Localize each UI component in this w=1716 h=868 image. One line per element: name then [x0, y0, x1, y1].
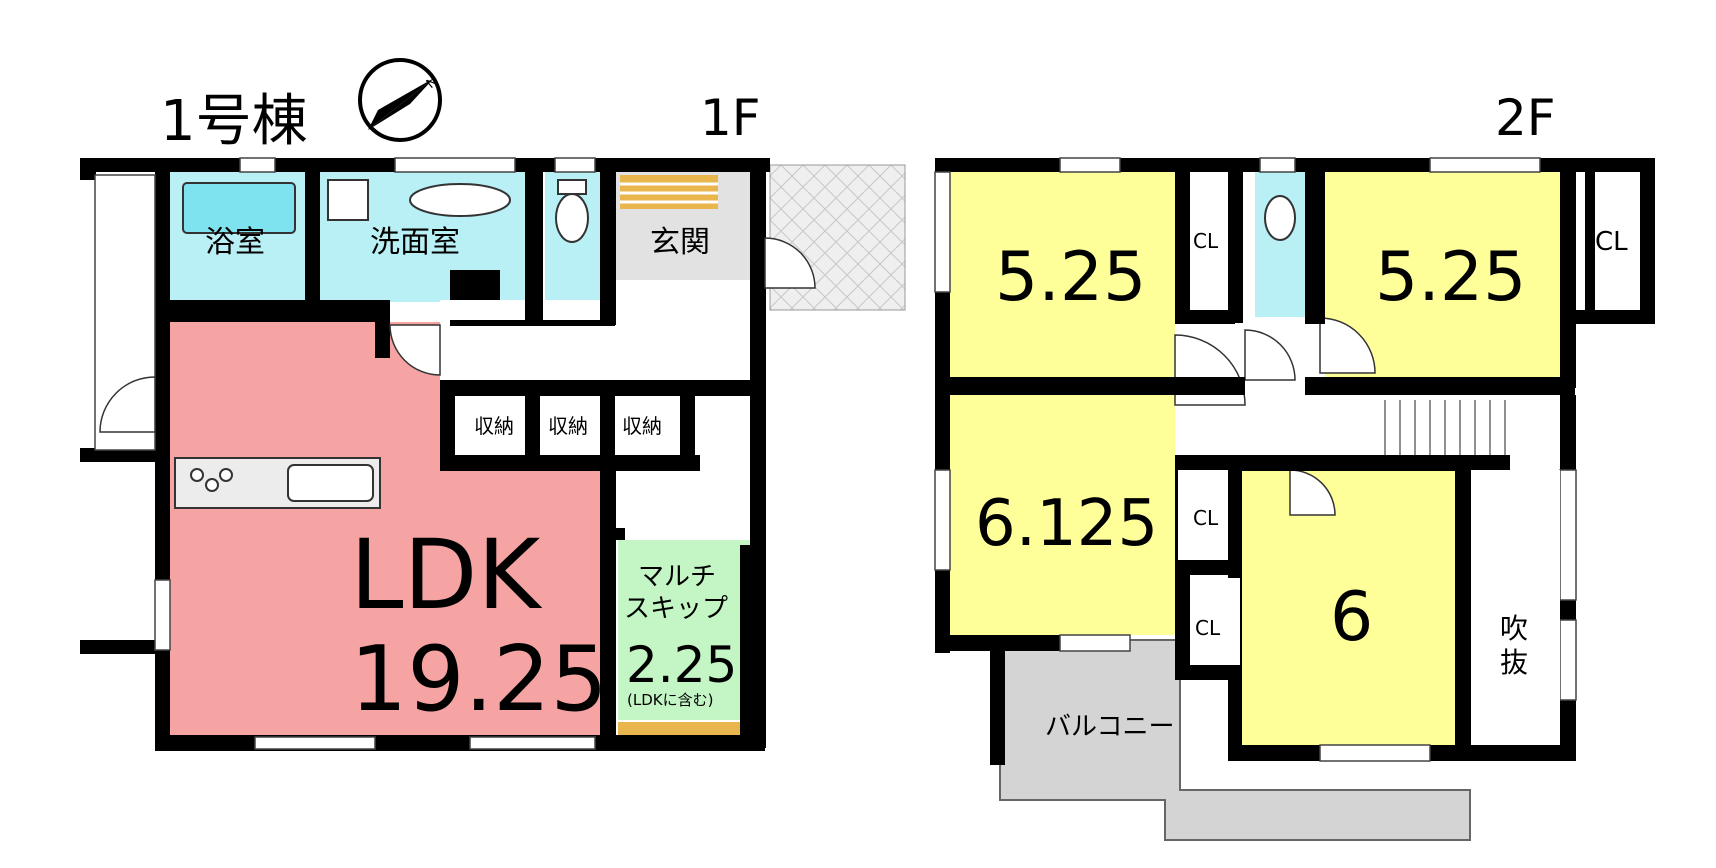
window	[1559, 469, 1577, 601]
stove-icon	[190, 468, 233, 492]
washing-machine	[327, 179, 369, 221]
multi-skip-area	[618, 540, 750, 720]
window	[934, 171, 951, 293]
floor-2-label: 2F	[1495, 89, 1556, 147]
window	[254, 736, 376, 750]
wash-basin	[409, 183, 511, 217]
room-size-nw: 5.25	[995, 238, 1146, 317]
room-c-closet	[1190, 578, 1240, 665]
window	[554, 157, 596, 173]
room-size-c: 6	[1330, 578, 1373, 657]
toilet-bowl	[1264, 195, 1296, 241]
room-label-entrance: 玄関	[650, 225, 710, 260]
door-swing	[1319, 317, 1376, 374]
closet-label-nw: CL	[1193, 229, 1219, 253]
toilet-bowl	[555, 193, 589, 243]
room-w	[950, 395, 1175, 635]
room-label-storage-2: 収納	[548, 414, 588, 438]
toilet-area-2f	[1255, 172, 1305, 317]
window	[1429, 157, 1541, 173]
window	[154, 579, 171, 651]
door-swing	[1289, 469, 1336, 516]
window	[469, 736, 596, 750]
door-swing	[99, 376, 156, 433]
window	[1059, 634, 1131, 652]
room-size-multi-skip: 2.25	[626, 636, 737, 694]
room-note-multi-skip: (LDKに含む)	[627, 691, 713, 709]
room-label-ldk: LDK	[350, 519, 542, 631]
stairs	[1384, 400, 1506, 455]
compass-icon: N	[358, 58, 442, 142]
multi-skip-step	[618, 722, 750, 737]
porch-area	[769, 164, 906, 311]
room-label-balcony: バルコニー	[1045, 712, 1174, 742]
room-nw	[950, 172, 1175, 377]
balcony-area	[999, 639, 1471, 841]
room-label-bath: 浴室	[205, 225, 265, 260]
door-swing	[389, 324, 441, 376]
closet-label-ne: CL	[1595, 227, 1628, 257]
floor-2-plan: 5.25 CL 5.25 CL 6.125 CL 6 CL 吹 抜 バルコニー	[934, 157, 1655, 841]
closet-label-w: CL	[1193, 506, 1219, 530]
kitchen-sink	[287, 464, 374, 502]
window	[934, 469, 951, 571]
void-area	[1471, 470, 1560, 745]
room-label-multi-skip-2: スキップ	[624, 594, 728, 624]
room-c	[1242, 470, 1457, 745]
room-label-washroom: 洗面室	[370, 225, 460, 260]
window	[1319, 744, 1431, 762]
room-label-storage-1: 収納	[474, 414, 514, 438]
room-size-w: 6.125	[975, 487, 1158, 561]
floor-1-plan: 浴室 洗面室 玄関 収納 収納 収納 LDK 19.25 マルチ スキップ 2.…	[80, 157, 906, 751]
door-swing	[1244, 329, 1296, 381]
window	[239, 157, 276, 173]
floor-1-label: 1F	[700, 89, 761, 147]
room-size-ldk: 19.25	[350, 627, 608, 732]
room-w-closet	[1178, 470, 1228, 560]
room-label-storage-3: 収納	[622, 414, 662, 438]
void-label-1: 吹	[1500, 612, 1528, 645]
door-swing	[764, 237, 816, 289]
room-size-ne: 5.25	[1375, 238, 1526, 317]
window	[1259, 157, 1296, 173]
window	[1559, 619, 1577, 701]
void-label-2: 抜	[1500, 646, 1528, 679]
closet-label-c: CL	[1195, 616, 1221, 640]
window	[394, 157, 516, 173]
room-label-multi-skip-1: マルチ	[638, 562, 716, 592]
bathtub	[182, 182, 296, 234]
window	[1059, 157, 1121, 173]
building-label: 1号棟	[160, 89, 308, 154]
